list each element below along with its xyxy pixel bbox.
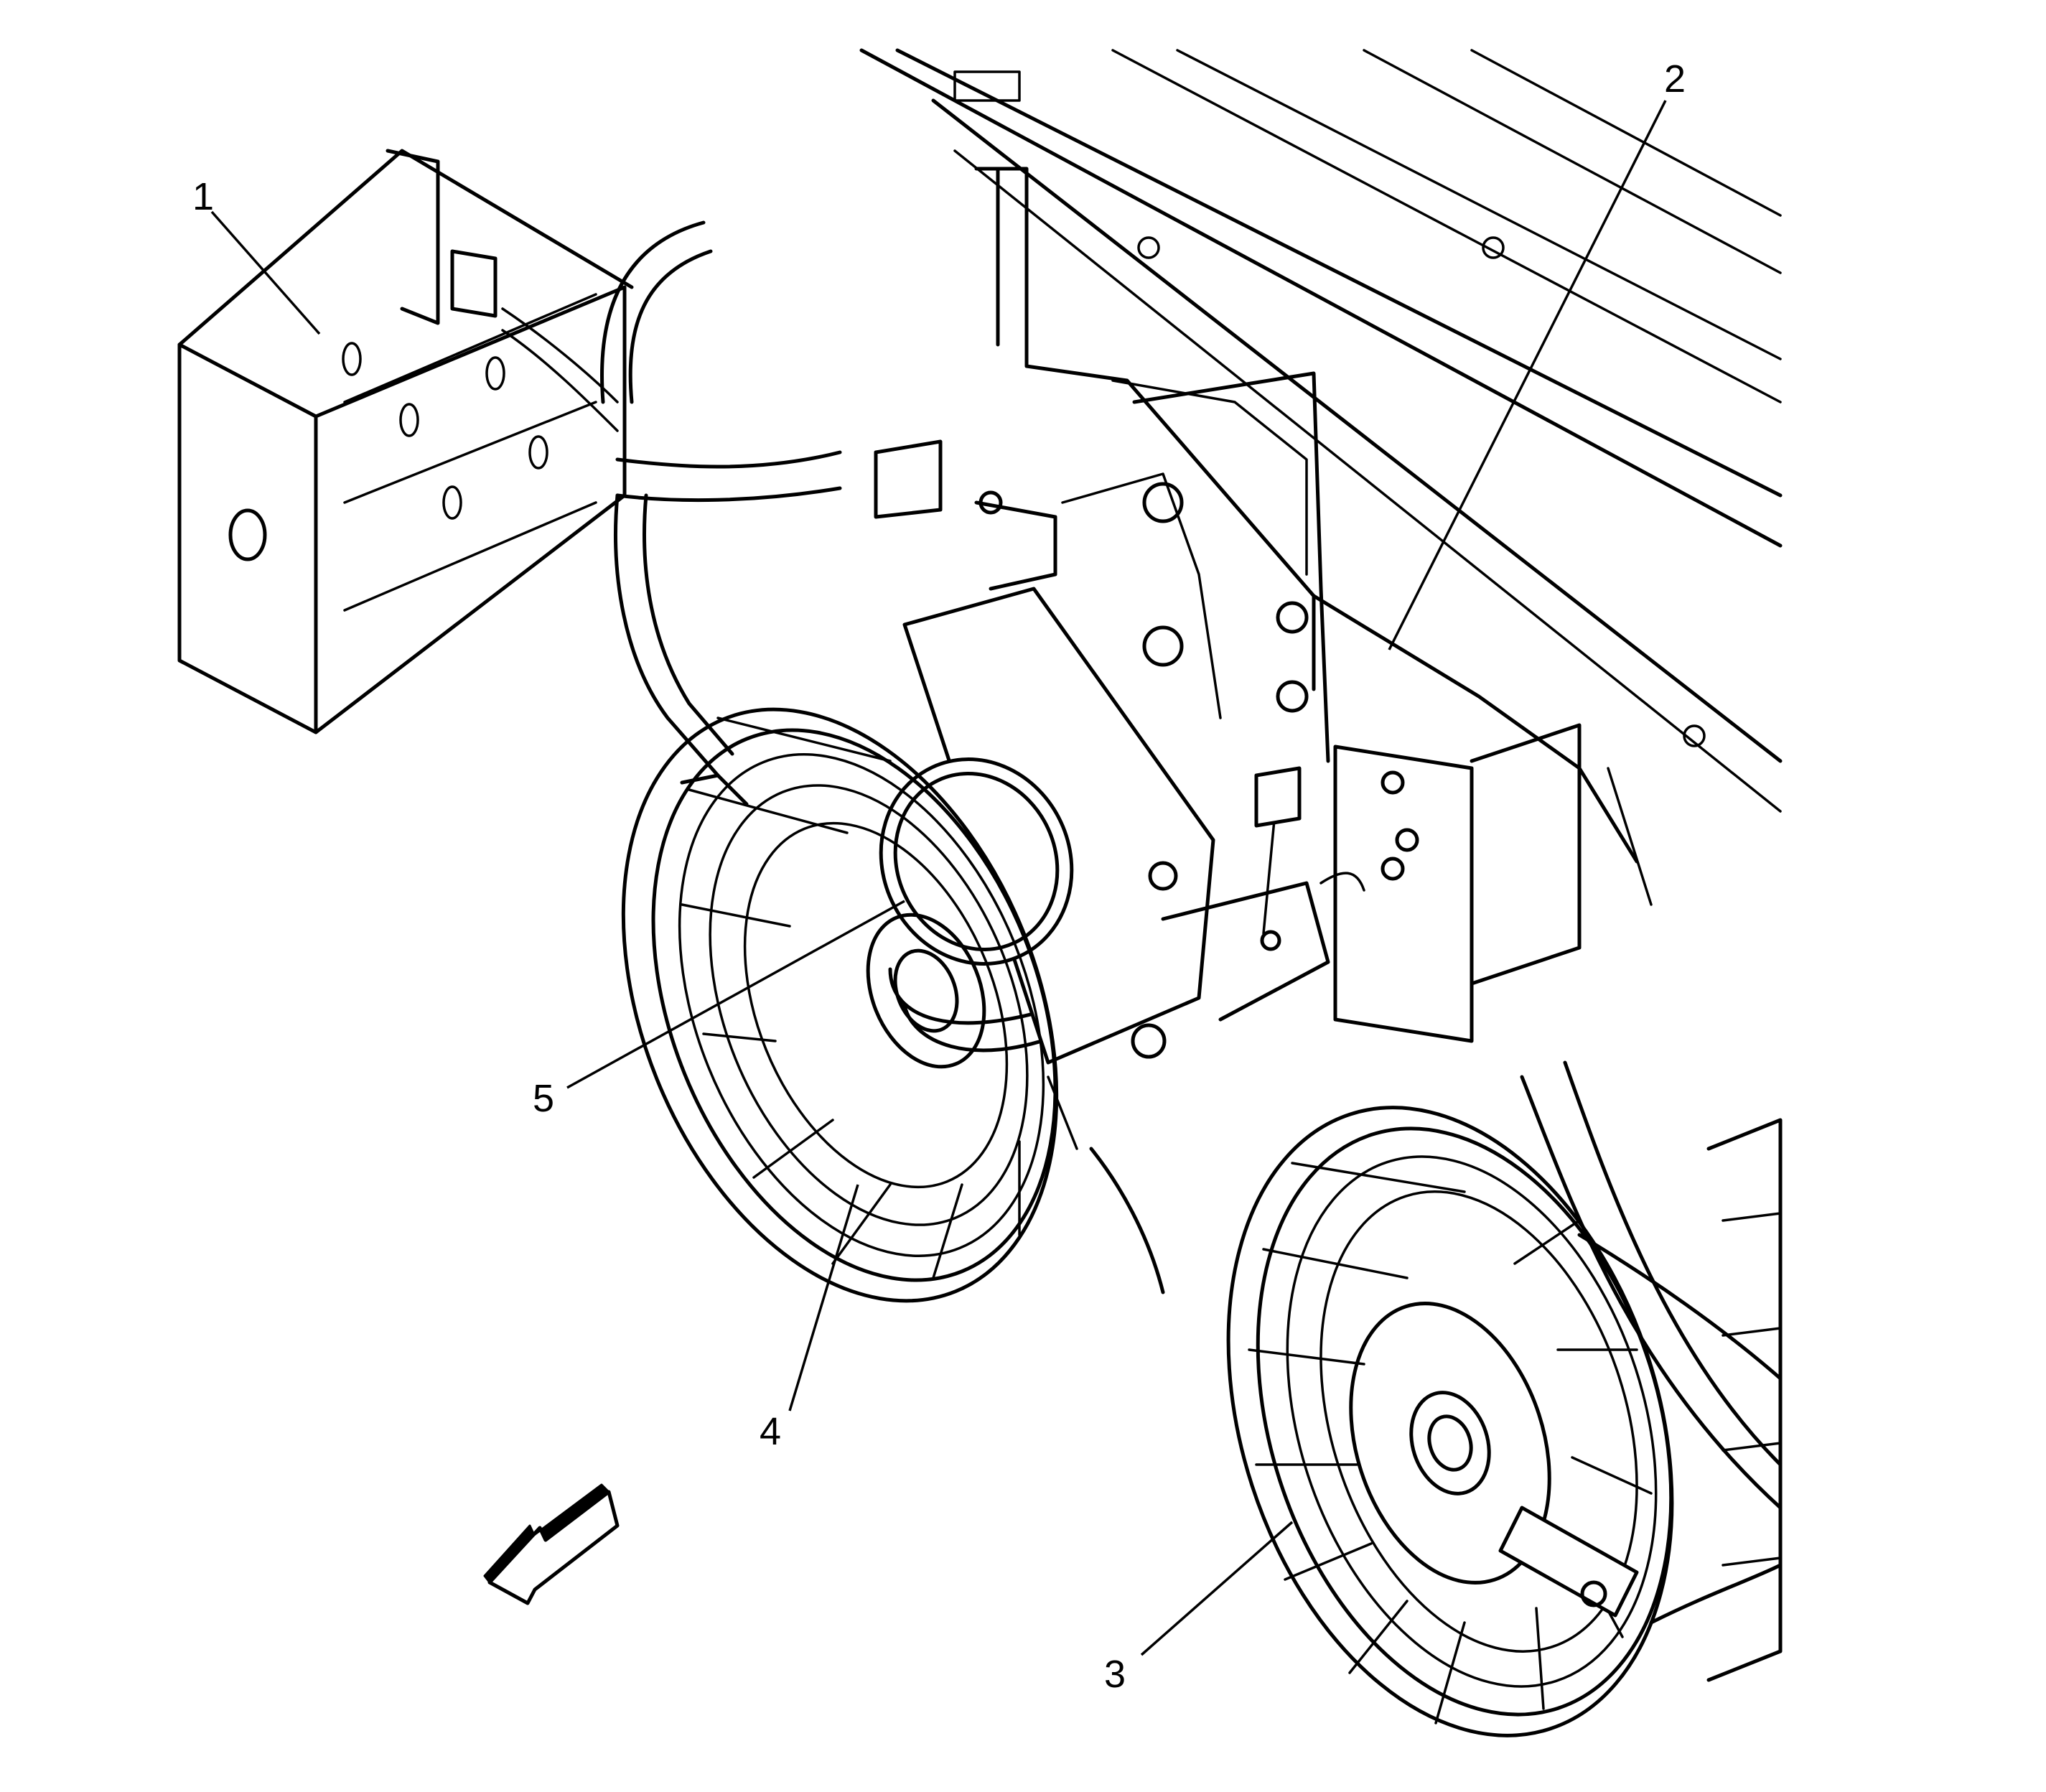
fan-shroud-bracket (1061, 371, 1582, 1043)
callout-1: 1 (192, 175, 214, 218)
callout-4: 4 (760, 1410, 781, 1453)
wiring-harness (501, 220, 1783, 1625)
left-cooling-fan (621, 707, 1165, 1303)
callout-3: 3 (1104, 1653, 1126, 1696)
callout-5: 5 (533, 1077, 554, 1120)
fan-motor-module (874, 439, 1330, 1065)
leader-line-1 (210, 210, 321, 335)
leader-line-2 (1388, 100, 1667, 650)
callout-2: 2 (1664, 57, 1686, 101)
front-direction-arrow-icon (483, 1483, 620, 1605)
callout-leaders (210, 100, 1667, 1656)
callout-labels: 1 2 3 4 5 (192, 57, 1686, 1696)
leader-line-4 (788, 1184, 859, 1411)
right-cooling-fan (1226, 1106, 1783, 1737)
frame-mount-bracket (177, 149, 634, 734)
leader-line-3 (1140, 1521, 1294, 1656)
leader-line-5 (566, 900, 905, 1089)
radiator-support-frame (859, 48, 1783, 906)
